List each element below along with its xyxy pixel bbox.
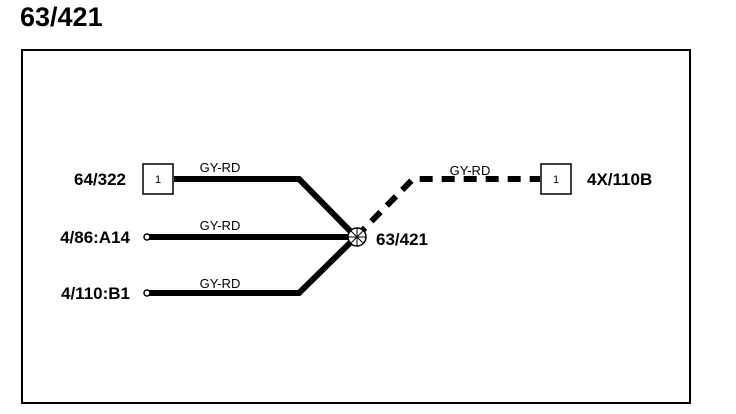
wire-mid-label: GY-RD xyxy=(200,218,241,233)
wire-top-label: GY-RD xyxy=(200,160,241,175)
splice-label: 63/421 xyxy=(376,230,428,249)
page-title: 63/421 xyxy=(20,2,103,32)
connector-right-box xyxy=(540,163,572,195)
diagram-frame xyxy=(21,49,691,404)
connector-right-pin: 1 xyxy=(553,174,559,186)
splice-icon xyxy=(347,227,367,247)
wire-bot xyxy=(149,234,359,296)
wire-right-label: GY-RD xyxy=(450,163,491,178)
wire-top xyxy=(174,176,359,240)
connector-left-mid-label: 4/86:A14 xyxy=(60,228,130,247)
connector-left-top-pin: 1 xyxy=(155,174,161,186)
connector-left-top-box xyxy=(142,163,174,195)
wire-right-dashed xyxy=(353,176,540,240)
connector-left-top-label: 64/322 xyxy=(74,170,126,189)
terminal-left-mid xyxy=(143,233,151,241)
connector-left-bot-label: 4/110:B1 xyxy=(61,284,130,303)
connector-right-label: 4X/110B xyxy=(587,170,652,189)
terminal-left-bot xyxy=(143,289,151,297)
wire-bot-label: GY-RD xyxy=(200,276,241,291)
